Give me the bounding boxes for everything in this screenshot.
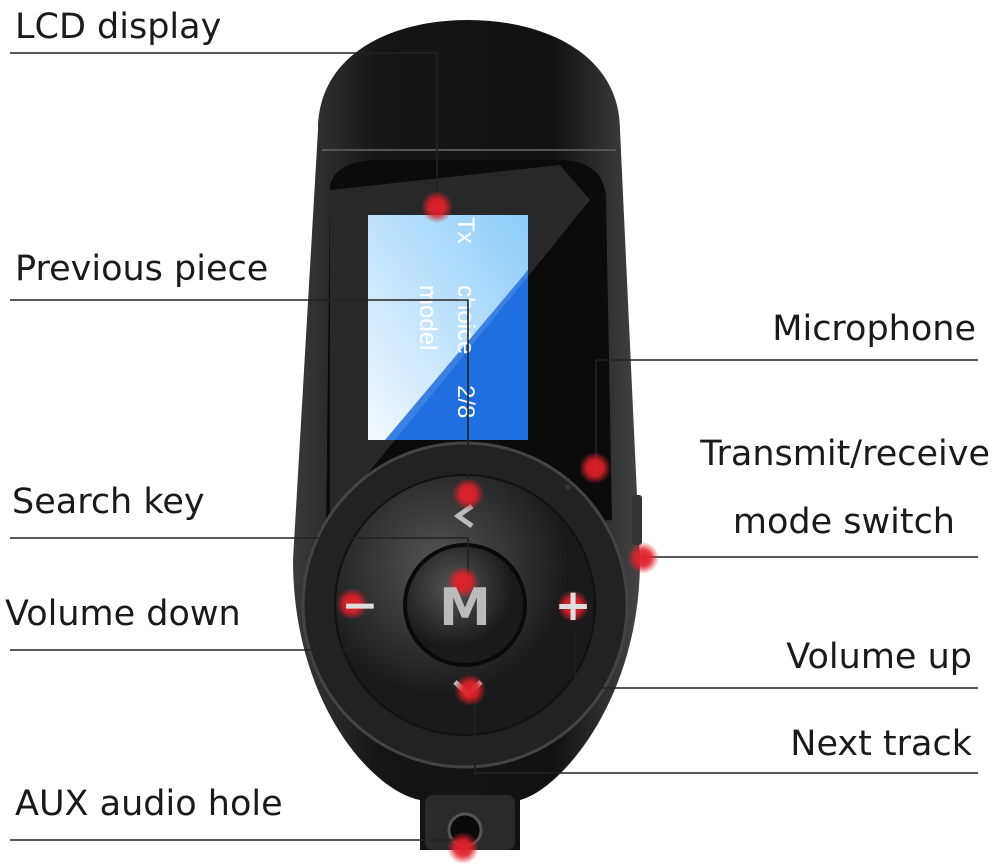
label-lcd-display: LCD display	[15, 7, 221, 47]
marker-microphone	[579, 452, 611, 484]
label-search-key: Search key	[12, 482, 205, 522]
label-microphone: Microphone	[772, 309, 976, 349]
label-transmit-line1: Transmit/receive	[699, 434, 990, 474]
menu-button-label: M	[439, 578, 491, 638]
lcd-screen: Tx choice model 2/8	[330, 165, 590, 520]
label-volume-down: Volume down	[5, 594, 241, 634]
markers	[336, 191, 659, 864]
control-wheel	[301, 441, 629, 769]
marker-search	[447, 566, 479, 598]
lcd-line-tx: Tx	[452, 217, 479, 244]
label-next-track: Next track	[790, 724, 972, 764]
label-previous-piece: Previous piece	[15, 249, 268, 289]
label-volume-up: Volume up	[786, 637, 972, 677]
leader-lines	[10, 52, 978, 841]
marker-volume-up	[557, 590, 589, 622]
label-transmit-line2: mode switch	[733, 502, 955, 542]
mode-switch[interactable]	[632, 495, 642, 545]
volume-up-button[interactable]: +	[555, 580, 592, 631]
marker-volume-down	[336, 588, 368, 620]
marker-previous	[452, 478, 484, 510]
lcd-line-model: model	[414, 285, 441, 350]
volume-down-button[interactable]: −	[342, 580, 379, 631]
lcd-line-choice: choice	[452, 285, 479, 354]
marker-lcd	[421, 191, 453, 223]
menu-search-button[interactable]	[403, 543, 527, 667]
label-aux-audio-hole: AUX audio hole	[15, 784, 283, 824]
marker-mode-switch	[627, 542, 659, 574]
button-labels: M + −	[342, 578, 592, 638]
microphone-hole	[565, 484, 571, 490]
marker-next	[454, 674, 486, 706]
marker-aux	[447, 832, 479, 864]
lcd-counter: 2/8	[452, 385, 479, 418]
